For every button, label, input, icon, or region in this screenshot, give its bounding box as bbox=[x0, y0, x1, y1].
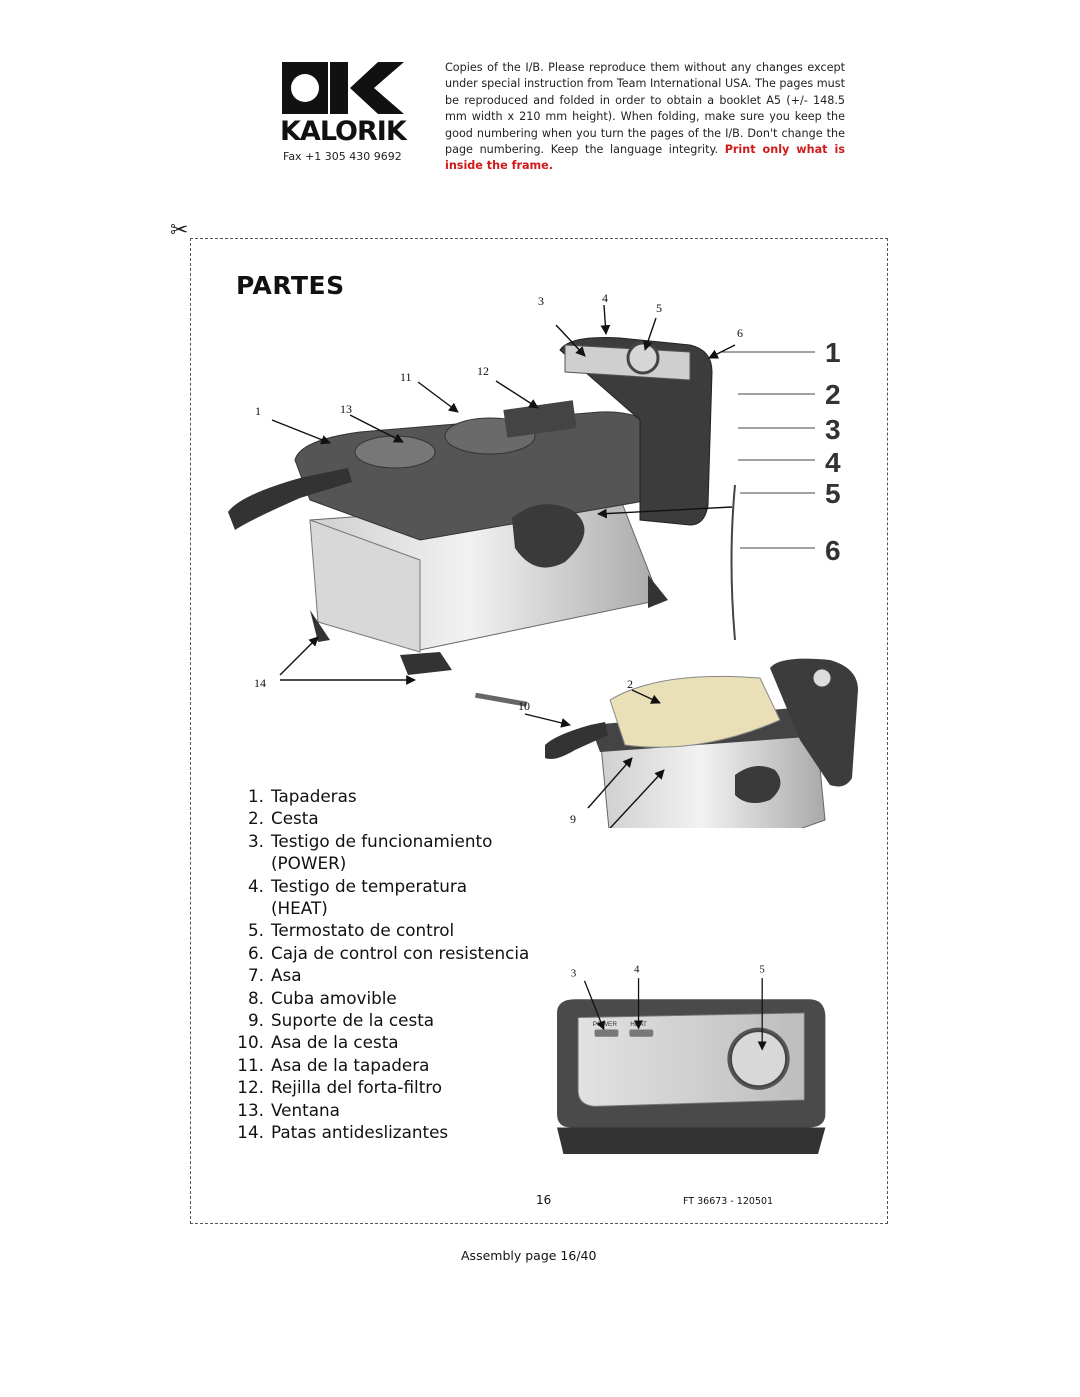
label-4: 4 bbox=[602, 291, 608, 305]
label-2: 2 bbox=[627, 677, 633, 691]
svg-text:2: 2 bbox=[825, 379, 841, 410]
svg-text:3: 3 bbox=[825, 414, 841, 445]
label-6: 6 bbox=[737, 326, 743, 340]
panel-label-4: 4 bbox=[634, 964, 640, 976]
list-item: 5.Termostato de control bbox=[247, 920, 455, 941]
label-5: 5 bbox=[656, 301, 662, 315]
label-1: 1 bbox=[255, 404, 261, 418]
fryer-main-illustration bbox=[228, 337, 713, 675]
print-frame bbox=[190, 238, 888, 1224]
svg-text:1: 1 bbox=[825, 337, 841, 368]
panel-label-3: 3 bbox=[571, 967, 577, 979]
label-3: 3 bbox=[538, 294, 544, 308]
list-item: 9.Suporte de la cesta bbox=[247, 1010, 435, 1031]
list-item: 7.Asa bbox=[247, 965, 302, 986]
print-notice-warning: Print only what is inside the frame. bbox=[445, 143, 845, 173]
assembly-page: Assembly page 16/40 bbox=[461, 1248, 597, 1263]
label-11: 11 bbox=[400, 370, 412, 384]
list-item: 8.Cuba amovible bbox=[247, 987, 397, 1008]
label-13: 13 bbox=[340, 402, 352, 416]
print-notice: Copies of the I/B. Please reproduce them… bbox=[445, 61, 845, 173]
fax-number: Fax +1 305 430 9692 bbox=[283, 150, 402, 163]
list-item: 12.Rejilla del forta-filtro bbox=[237, 1077, 443, 1098]
callout-numbers: 3 4 5 6 11 12 1 13 14 2 10 9 8 bbox=[254, 291, 743, 826]
scissors-icon: ✂ bbox=[170, 218, 189, 243]
list-item: 2.Cesta bbox=[247, 808, 319, 829]
list-item: 6.Caja de control con resistencia bbox=[247, 942, 530, 963]
svg-text:5: 5 bbox=[825, 478, 841, 509]
label-14: 14 bbox=[254, 676, 266, 690]
label-10: 10 bbox=[518, 699, 530, 713]
svg-text:4: 4 bbox=[825, 447, 841, 478]
brand-wordmark: KALORIK bbox=[280, 116, 407, 147]
panel-label-5: 5 bbox=[759, 964, 765, 976]
list-item: 13.Ventana bbox=[237, 1099, 340, 1120]
page-number: 16 bbox=[536, 1193, 552, 1207]
fryer-basket-illustration bbox=[475, 658, 858, 828]
list-item: 14.Patas antideslizantes bbox=[237, 1122, 449, 1143]
svg-text:6: 6 bbox=[825, 535, 841, 566]
label-9: 9 bbox=[570, 812, 576, 826]
page-title: PARTES bbox=[236, 271, 345, 300]
list-item: 3.Testigo de funcionamiento(POWER) bbox=[247, 830, 493, 874]
list-item: 10.Asa de la cesta bbox=[237, 1032, 399, 1053]
fryer-figure: 1 2 3 4 5 6 bbox=[228, 291, 858, 828]
list-item: 11.Asa de la tapadera bbox=[237, 1054, 430, 1075]
parts-list: 1.Tapaderas 2.Cesta 3.Testigo de funcion… bbox=[236, 785, 576, 1144]
list-item: 4.Testigo de temperatura(HEAT) bbox=[247, 875, 468, 919]
panel-power-label: POWER bbox=[593, 1021, 618, 1028]
label-12: 12 bbox=[477, 364, 489, 378]
callout-arrows bbox=[271, 304, 736, 828]
document-code: FT 36673 - 120501 bbox=[683, 1196, 774, 1207]
kalorik-logo bbox=[282, 62, 404, 114]
control-panel-figure: POWER HEAT 3 4 5 bbox=[557, 964, 826, 1154]
side-numbers-illustration: 1 2 3 4 5 6 bbox=[722, 337, 841, 641]
list-item: 1.Tapaderas bbox=[247, 786, 357, 806]
